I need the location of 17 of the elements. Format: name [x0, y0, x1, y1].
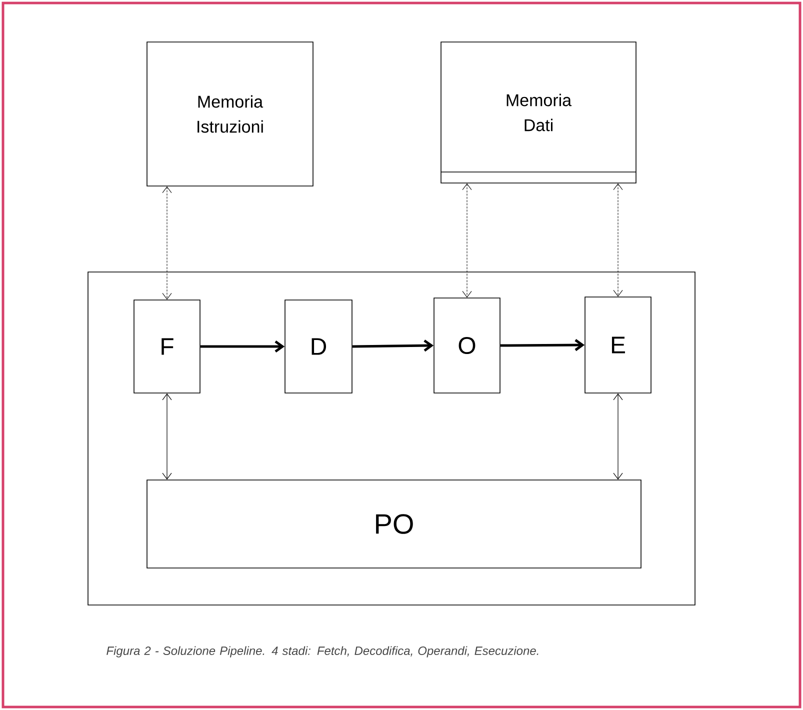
arrow	[162, 186, 172, 300]
stage-box: F	[134, 300, 200, 394]
arrow	[162, 393, 172, 480]
arrow	[500, 339, 585, 352]
stage-box: E	[584, 296, 652, 394]
arrow	[462, 184, 472, 298]
arrow	[200, 340, 285, 353]
stage-box: D	[284, 300, 352, 394]
arrow	[613, 393, 623, 480]
arrow	[613, 184, 623, 296]
processor-frame	[88, 272, 696, 606]
operative-part-box: PO	[146, 480, 642, 568]
stage-box: O	[434, 298, 500, 394]
arrow	[352, 340, 434, 352]
memory-box: Memoria Dati	[440, 42, 636, 184]
caption: Figura 2 - Soluzione Pipeline. 4 stadi: Fetch, Decodifica, Operandi, Esecuzione.	[106, 646, 538, 658]
memory-box: Memoria Istruzioni	[146, 42, 314, 186]
